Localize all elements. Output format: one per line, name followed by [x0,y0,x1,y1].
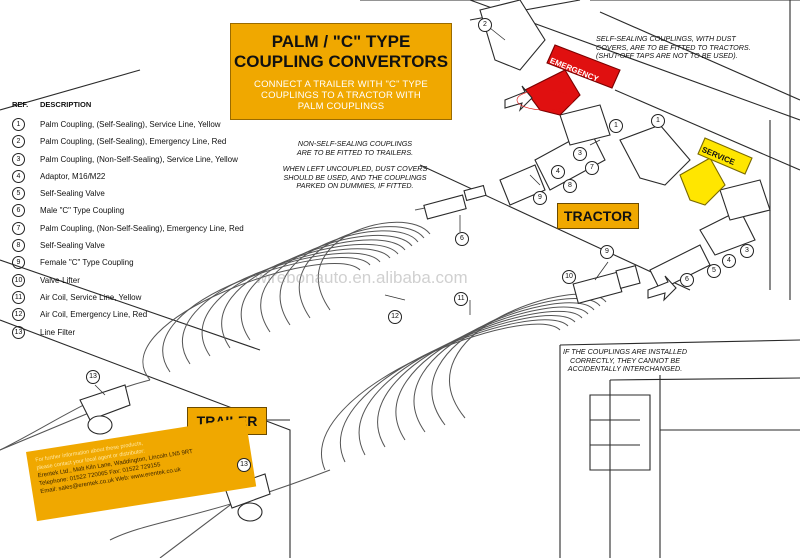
callout-3: 3 [573,147,587,161]
legend-item: 12 Air Coil, Emergency Line, Red [12,308,282,325]
legend-item: 5 Self-Sealing Valve [12,187,282,204]
legend-desc: Palm Coupling, (Self-Sealing), Emergency… [40,137,227,147]
callout-7: 7 [585,161,599,175]
legend-desc: Valve-Lifter [40,275,80,285]
legend-header: REF. DESCRIPTION [12,100,282,118]
legend-item: 2 Palm Coupling, (Self-Sealing), Emergenc… [12,135,282,152]
service-label-bg [697,137,753,175]
callout-5: 5 [707,264,721,278]
callout-9: 9 [533,191,547,205]
trailer-note-line3: WHEN LEFT UNCOUPLED, DUST COVERS [282,164,428,174]
trailer-coupling-note: NON-SELF-SEALING COUPLINGS ARE TO BE FIT… [270,139,440,191]
callout-1b: 1 [651,114,665,128]
legend-ref: 4 [12,169,25,183]
callout-3b: 3 [740,244,754,258]
title-sub-line3: PALM COUPLINGS [297,101,385,112]
legend-item: 11 Air Coil, Service Line, Yellow [12,290,282,308]
trailer-note-line5: PARKED ON DUMMIES, IF FITTED. [296,181,414,191]
legend-ref-header: REF. [12,100,29,109]
legend-ref: 8 [12,239,25,253]
legend-item: 13 Line Filter [12,325,282,343]
legend-ref: 12 [12,308,25,322]
legend-ref: 6 [12,204,25,218]
title-main-line1: PALM / "C" TYPE [271,32,411,51]
emergency-label-bg [546,44,621,89]
legend-desc: Palm Coupling, (Non-Self-Sealing), Emerg… [40,223,244,233]
air-coil-emergency [142,204,441,381]
legend-item: 10 Valve-Lifter [12,273,282,291]
callout-4: 4 [551,165,565,179]
service-arrow [647,275,677,302]
install-note-line2: CORRECTLY, THEY CANNOT BE [570,355,680,365]
trailer-note-line1: NON-SELF-SEALING COUPLINGS [297,139,413,148]
callout-11: 11 [454,292,468,306]
emergency-arrow [504,85,533,112]
title-main-line2: COUPLING CONVERTORS [233,52,449,71]
legend-item: 1 Palm Coupling, (Self-Sealing), Service … [12,118,282,135]
legend-ref: 7 [12,221,25,235]
tractor-note-line1: SELF-SEALING COUPLINGS, WITH DUST [596,34,736,43]
female-c-coupling-right [572,265,641,305]
legend-ref: 5 [12,187,25,201]
legend-desc: Air Coil, Service Line, Yellow [40,292,142,302]
legend-item: 9 Female "C" Type Coupling [12,256,282,273]
emergency-coupling-assembly [479,0,611,206]
trailer-note-line4: SHOULD BE USED, AND THE COUPLINGS [283,172,427,182]
male-c-coupling-left [423,184,487,220]
legend-desc: Line Filter [40,327,76,337]
legend-item: 3 Palm Coupling, (Non-Self-Sealing), Serv… [12,152,282,170]
legend-ref: 10 [12,273,25,287]
trailer-note-line2: ARE TO BE FITTED TO TRAILERS. [296,147,414,157]
callout-9b: 9 [600,245,614,259]
legend-desc: Palm Coupling, (Self-Sealing), Service L… [40,120,221,129]
legend-desc: Male "C" Type Coupling [40,206,125,216]
callout-12: 12 [388,310,402,324]
legend-item: 4 Adaptor, M16/M22 [12,169,282,187]
legend-item: 6 Male "C" Type Coupling [12,204,282,221]
title-sub-line2: COUPLINGS TO A TRACTOR WITH [261,90,421,101]
tractor-label: TRACTOR [557,203,639,229]
callout-13b: 13 [237,458,251,472]
callout-2: 2 [478,18,492,32]
tractor-coupling-note: SELF-SEALING COUPLINGS, WITH DUST COVERS… [596,34,796,61]
legend-desc: Palm Coupling, (Non-Self-Sealing), Servi… [40,154,238,164]
legend-desc: Air Coil, Emergency Line, Red [40,310,148,320]
legend-desc: Self-Sealing Valve [40,241,105,251]
legend-ref: 11 [12,290,25,304]
install-note-line3: ACCIDENTALLY INTERCHANGED. [567,364,683,374]
emergency-glow [516,89,574,111]
legend-ref: 2 [12,135,25,149]
installation-note: IF THE COUPLINGS ARE INSTALLED CORRECTLY… [555,347,695,374]
tractor-note-line2: COVERS, ARE TO BE FITTED TO TRACTORS. [596,42,751,52]
watermark: wirebonauto.en.alibaba.com [255,268,468,287]
legend-item: 7 Palm Coupling, (Non-Self-Sealing), Emer… [12,221,282,239]
callout-1: 1 [609,119,623,133]
tractor-body [469,0,800,300]
legend-desc: Adaptor, M16/M22 [40,171,106,181]
legend-desc: Self-Sealing Valve [40,189,105,199]
callout-4b: 4 [722,254,736,268]
callout-6b: 6 [680,273,694,287]
legend-ref: 13 [12,325,25,339]
line-filter-upper [79,384,131,435]
callout-8: 8 [563,179,577,193]
service-coupling-assembly [619,124,771,291]
title-panel: PALM / "C" TYPE COUPLING CONVERTORS CONN… [230,23,452,120]
callout-6: 6 [455,232,469,246]
legend-ref: 1 [12,118,25,131]
callout-10: 10 [562,270,576,284]
legend-item: 8 Self-Sealing Valve [12,239,282,256]
legend-desc: Female "C" Type Coupling [40,258,134,268]
callout-13: 13 [86,370,100,384]
title-sub-line1: CONNECT A TRAILER WITH "C" TYPE [254,79,428,90]
tractor-note-line3: (SHUT-OFF TAPS ARE NOT TO BE USED). [596,51,738,61]
legend-ref: 9 [12,256,25,270]
legend-desc-header: DESCRIPTION [40,100,92,109]
install-note-line1: IF THE COUPLINGS ARE INSTALLED [562,347,688,356]
legend-ref: 3 [12,152,25,166]
